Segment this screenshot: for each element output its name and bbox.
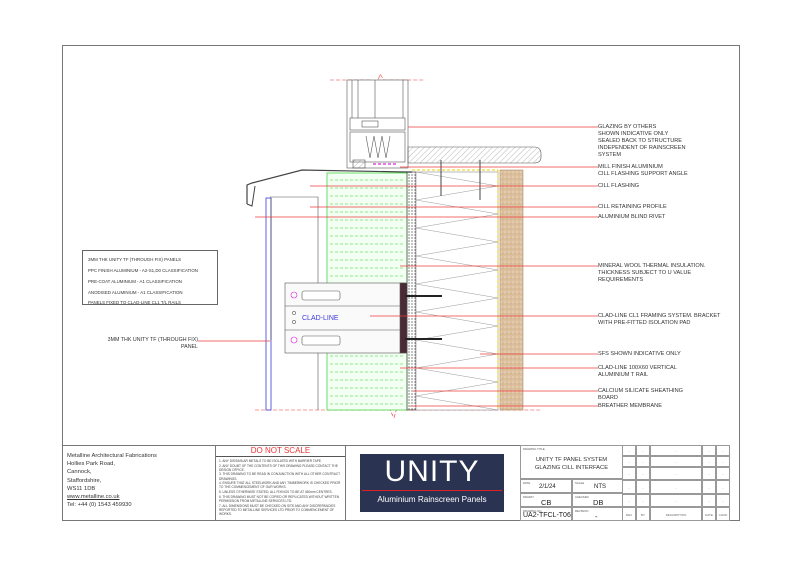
revision-cell: - [702,445,716,456]
annotation-label: ALUMINIUM BLIND RIVET [598,214,666,220]
annotation-label: CLAD-LINE CL1 FRAMING SYSTEM. BRACKET WI… [598,313,721,326]
note-item: 7. ALL DIMENSIONS MUST BE CHECKED ON SIT… [219,503,336,516]
general-notes: 1. ANY DISSIMILAR METALS TO BE ISOLATED … [216,457,345,518]
masonry-wall [499,169,524,411]
address-line: Metalline Architectural Fabrications [67,453,157,459]
annotation-label: CLAD-LINE 100X60 VERTICAL ALUMINIUM T RA… [598,365,677,378]
spec-line: PRE-COAT ALUMINIUM - A1 CLASSIFICATION [88,279,182,284]
caption: SCALE [575,481,585,485]
spec-line: PPC FINISH ALUMINIUM - A2-S1,D0 CLASSIFI… [88,268,198,273]
note-item: 4. ENSURE THAT ALL STEELWORK AND ANY TIM… [219,481,341,490]
revision-cell: - [716,494,730,507]
revision-cell: - [702,456,716,467]
note-item: 2. ANY DOUBT OF THE CONTENTS OF THIS DRA… [219,463,338,472]
revision-cell: - [716,467,730,480]
do-not-scale: DO NOT SCALE [216,446,345,457]
revision-cell: - [650,480,702,494]
company-address: Metalline Architectural Fabrications Hol… [62,445,216,521]
address-line: Hollies Park Road, [67,461,116,468]
revision-cell: - [702,480,716,494]
scale: NTS [594,484,606,490]
revision-cell: - [650,467,702,480]
logo-title: UNITY [384,455,480,488]
telephone: Tel: +44 (0) 1543 459930 [67,502,132,509]
note-item: 6. THIS DRAWING MUST NOT BE COPIED OR RE… [219,494,340,503]
revision-cell: - [702,494,716,507]
bracket-label: CLAD-LINE [302,315,339,322]
website-link[interactable]: www.metalline.co.uk [67,494,120,501]
annotation-label: BREATHER MEMBRANE [598,403,662,409]
logo-subtitle: Aluminium Rainscreen Panels [377,495,487,504]
revision-cell: - [716,445,730,456]
revision-cell: - [650,494,702,507]
revision-header: CHKD [716,507,730,521]
caption: DRAWING TITLE [523,447,545,451]
drawing-number: UA2-TFCL-T06 [523,512,571,519]
spec-line: 3MM THK UNITY TF (THROUGH FIX) PANELS [88,257,182,262]
revision-cell: - [716,456,730,467]
annotation-label: GLAZING BY OTHERS SHOWN INDICATIVE ONLY … [598,124,686,158]
revision-cell: - [636,445,650,456]
revision-cell: - [622,480,636,494]
revision-header: DESCRIPTION [650,507,702,521]
panel-label: 3MM THK UNITY TF (THROUGH FIX) PANEL [107,337,198,350]
address-line: Cannock, [67,469,92,476]
drawing-title: UNITY TF PANEL SYSTEM GLAZING CILL INTER… [534,457,609,471]
revision-cell: - [622,494,636,507]
annotation-label: MILL FINISH ALUMINIUM CILL FLASHING SUPP… [598,164,688,177]
note-item: 5. UNLESS OTHERWISE STATED, ALL FIXINGS … [219,490,333,495]
revision-header: REV [622,507,636,521]
revision-header: DATE [702,507,716,521]
spec-line: PANELS FIXED TO CLAD-LINE CL1 T/L RAILS [88,300,181,305]
revision-cell: - [636,494,650,507]
caption: CHECKED [575,495,589,499]
clad-line-bracket [284,282,442,354]
annotation-label: MINERAL WOOL THERMAL INSULATION. THICKNE… [598,263,706,283]
logo-block: UNITY Aluminium Rainscreen Panels [345,445,521,521]
revision-cell: - [716,480,730,494]
address-line: WS11 1DB [67,485,96,492]
caption: DATE [523,481,531,485]
annotation-label: CILL RETAINING PROFILE [598,204,667,210]
date: 2/1/24 [539,484,556,490]
revision: - [595,512,598,521]
calcium-silicate-board [406,171,417,411]
address-line: Staffordshire, [67,477,102,484]
revision-cell: - [622,445,636,456]
annotation-label: CALCIUM SILICATE SHEATHING BOARD [598,388,683,401]
caption: DRAWING No. [523,509,543,513]
caption: REVISION [575,509,589,513]
caption: DRAWN [523,495,534,499]
revision-cell: - [622,456,636,467]
unity-logo: UNITY Aluminium Rainscreen Panels [360,454,504,512]
annotation-label: CILL FLASHING [598,183,640,189]
window-frame [346,79,409,169]
title-info: DRAWING TITLE UNITY TF PANEL SYSTEM GLAZ… [520,445,623,521]
notes-block: DO NOT SCALE 1. ANY DISSIMILAR METALS TO… [215,445,346,521]
annotation-label: SFS SHOWN INDICATIVE ONLY [598,351,681,357]
spec-box: 3MM THK UNITY TF (THROUGH FIX) PANELS PP… [82,250,218,305]
revision-header: BY [636,507,650,521]
cill-stone [407,146,542,164]
revision-cell: - [650,456,702,467]
revision-cell: - [636,456,650,467]
revision-cell: - [702,467,716,480]
note-item: 3. THIS DRAWING TO BE READ IN CONJUNCTIO… [219,472,341,481]
revision-cell: - [636,480,650,494]
revision-cell: - [636,467,650,480]
unity-panel [265,197,272,411]
drawn-by: CB [541,498,552,507]
spec-line: ANODISED ALUMINIUM - A1 CLASSIFICATION [88,290,183,295]
cill-flashing [246,169,412,204]
revision-cell: - [650,445,702,456]
checked-by: DB [593,498,604,507]
note-item: 1. ANY DISSIMILAR METALS TO BE ISOLATED … [219,459,322,463]
revision-cell: - [622,467,636,480]
mineral-wool-insulation [415,171,499,411]
